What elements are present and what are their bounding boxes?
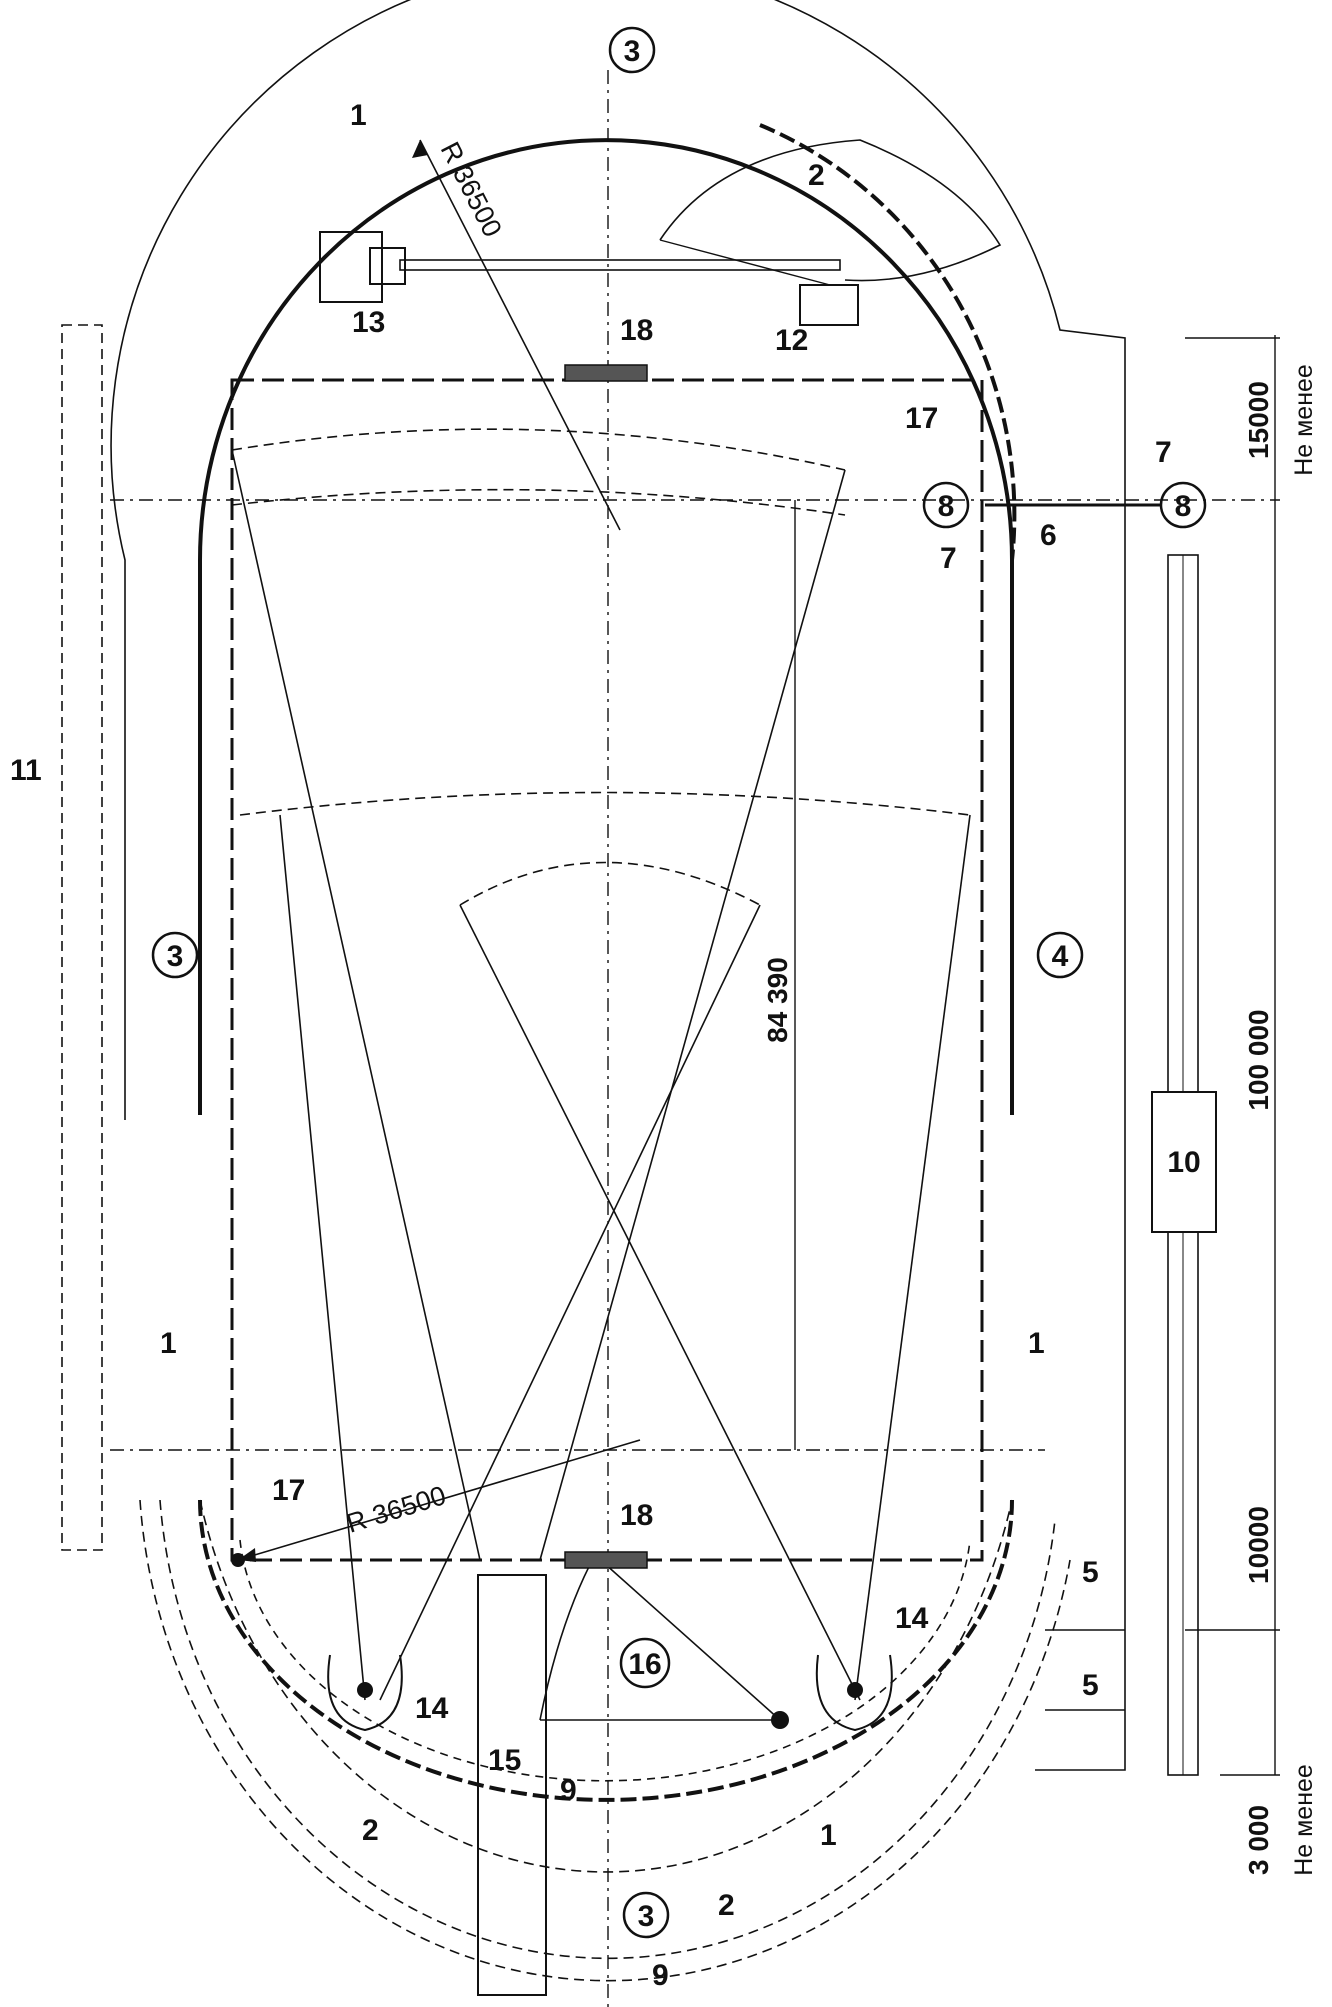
stand-left <box>61 324 103 1551</box>
radius-line-top <box>419 139 621 531</box>
label-5-top: 5 <box>1082 1556 1099 1589</box>
label-17-bottom: 17 <box>272 1474 305 1507</box>
svg-text:4: 4 <box>1052 940 1069 973</box>
label-7-bottom: 7 <box>940 542 957 575</box>
label-3-bottom: 3 <box>622 1891 670 1939</box>
label-12: 12 <box>775 324 808 357</box>
object-12 <box>799 284 859 326</box>
throwing-sector-middle <box>239 791 971 906</box>
outer-dashed-contour-1 <box>199 1499 1013 1873</box>
dim-10000: 10000 <box>1243 1506 1274 1584</box>
label-9-bottom: 9 <box>652 1959 669 1992</box>
label-11: 11 <box>10 754 42 787</box>
track-curve-bottom <box>198 1499 1014 1802</box>
label-1-right: 1 <box>1028 1327 1045 1360</box>
track-curve-top-dashed <box>759 123 1017 561</box>
jump-runway <box>477 1574 547 1996</box>
track-line-outer <box>198 138 1014 1115</box>
landing-pit-bottom <box>564 1551 648 1569</box>
circle-8-left <box>922 481 970 529</box>
dim-3000-note: Не менее <box>1290 1764 1318 1876</box>
label-3-left: 3 <box>151 931 199 979</box>
radius-arrow-top <box>412 140 428 158</box>
label-8-left: 8 <box>938 490 955 523</box>
landing-pit-top <box>564 364 648 382</box>
track-curve-bottom-inner <box>239 1539 971 1782</box>
svg-text:3: 3 <box>624 35 641 68</box>
object-13-part <box>369 247 406 285</box>
label-5-bottom: 5 <box>1082 1669 1099 1702</box>
outer-boundary <box>110 0 1126 1771</box>
svg-text:3: 3 <box>167 940 184 973</box>
label-1-left: 1 <box>160 1327 177 1360</box>
sector-2-top <box>659 139 1002 282</box>
label-13: 13 <box>352 306 385 339</box>
label-2-top: 2 <box>808 159 825 192</box>
label-15: 15 <box>488 1744 521 1777</box>
label-1-top: 1 <box>350 99 367 132</box>
dim-15000-note: Не менее <box>1290 364 1318 476</box>
radius-line-bottom <box>237 1439 641 1561</box>
object-13-rail <box>399 259 841 271</box>
dim-100000: 100 000 <box>1243 1009 1274 1110</box>
radius-label-bottom: R 36500 <box>343 1480 449 1539</box>
outer-dashed-contour-2 <box>159 1499 1056 1960</box>
svg-text:3: 3 <box>638 1900 655 1933</box>
label-9-center: 9 <box>560 1774 577 1807</box>
marker-left <box>231 1553 245 1567</box>
label-16: 16 <box>619 1637 671 1689</box>
label-10: 10 <box>1167 1146 1200 1179</box>
svg-text:16: 16 <box>628 1648 661 1681</box>
label-6: 6 <box>1040 519 1057 552</box>
hammer-cage-left <box>327 1654 403 1732</box>
label-8-right: 8 <box>1175 490 1192 523</box>
shot-circle <box>771 1711 789 1729</box>
object-13 <box>319 231 383 303</box>
dim-3000: 3 000 <box>1243 1805 1274 1875</box>
sector-2-to-12 <box>659 239 831 286</box>
throwing-sector-top <box>231 428 846 516</box>
label-1-bottom: 1 <box>820 1819 837 1852</box>
high-jump-sector <box>539 1554 781 1721</box>
label-3-top: 3 <box>608 26 656 74</box>
label-7-top: 7 <box>1155 436 1172 469</box>
hammer-cage-right <box>815 1654 893 1732</box>
dim-15000: 15000 <box>1243 381 1274 459</box>
football-field <box>230 378 984 1562</box>
label-2-bottom-right: 2 <box>718 1889 735 1922</box>
label-2-bottom-left: 2 <box>362 1814 379 1847</box>
label-14-right: 14 <box>895 1602 929 1635</box>
label-4: 4 <box>1036 931 1084 979</box>
sector-lines <box>231 449 971 1701</box>
label-17-top: 17 <box>905 402 938 435</box>
label-18-top: 18 <box>620 314 653 347</box>
circle-8-right <box>1159 481 1207 529</box>
label-18-bottom: 18 <box>620 1499 653 1532</box>
dim-84390: 84 390 <box>762 957 793 1043</box>
label-14-left: 14 <box>415 1692 449 1725</box>
outer-dashed-contour-3 <box>139 1499 1071 1982</box>
object-10 <box>1151 1091 1217 1233</box>
